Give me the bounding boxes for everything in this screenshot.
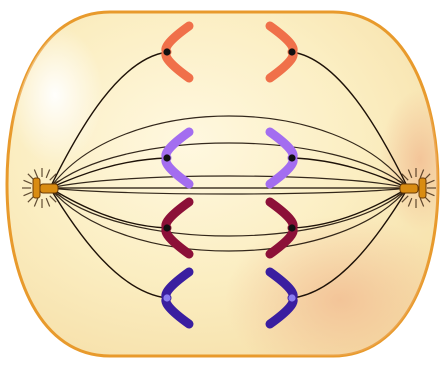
centriole-barrel [32, 177, 41, 199]
kinetochore [163, 224, 171, 232]
aster-ray [425, 191, 435, 197]
aster-ray [407, 197, 413, 207]
aster-ray [23, 179, 33, 185]
kinetochore-fiber [49, 51, 168, 189]
centriole-barrel [418, 177, 427, 199]
kinetochore [288, 154, 296, 162]
aster-ray [49, 195, 57, 203]
aster-ray [425, 179, 435, 185]
centriole-left [22, 168, 62, 208]
polar-fiber [49, 115, 409, 189]
kinetochore [163, 48, 171, 56]
aster-ray [419, 197, 425, 207]
polar-fiber [49, 175, 409, 189]
aster-ray [51, 179, 61, 185]
centriole-right [396, 168, 436, 208]
aster-ray [23, 191, 33, 197]
aster-ray [401, 195, 409, 203]
polar-fiber [49, 187, 409, 237]
aster-ray [33, 169, 39, 179]
aster-ray [45, 169, 51, 179]
chromatid-pair [161, 197, 298, 259]
kinetochore-fiber [291, 187, 409, 299]
kinetochore-fiber [291, 157, 409, 189]
kinetochore [288, 48, 296, 56]
kinetochore [163, 294, 171, 302]
polar-fiber [49, 187, 409, 252]
aster-ray [33, 197, 39, 207]
polar-fiber [49, 142, 409, 189]
kinetochore [288, 224, 296, 232]
aster-ray [419, 169, 425, 179]
kinetochore-fiber [49, 187, 168, 299]
chromosomes [161, 21, 298, 329]
chromatid-pair [161, 267, 298, 329]
chromatid-pair [161, 127, 298, 189]
kinetochore-fiber [49, 187, 168, 229]
chromatid-pair [161, 21, 298, 83]
centriole-barrel [399, 183, 419, 194]
kinetochore-fiber [291, 187, 409, 229]
aster-ray [49, 173, 57, 181]
cytoplasm-highlight [7, 25, 103, 165]
kinetochore [163, 154, 171, 162]
aster-ray [45, 197, 51, 207]
aster-ray [397, 179, 407, 185]
aster-ray [407, 169, 413, 179]
kinetochore-fiber [291, 51, 409, 189]
centriole-barrel [39, 183, 59, 194]
spindle-fibers [49, 51, 409, 299]
polar-fiber [49, 187, 409, 195]
aster-ray [401, 173, 409, 181]
spindle-poles [22, 168, 436, 208]
kinetochore-fiber [49, 157, 168, 189]
kinetochore [288, 294, 296, 302]
